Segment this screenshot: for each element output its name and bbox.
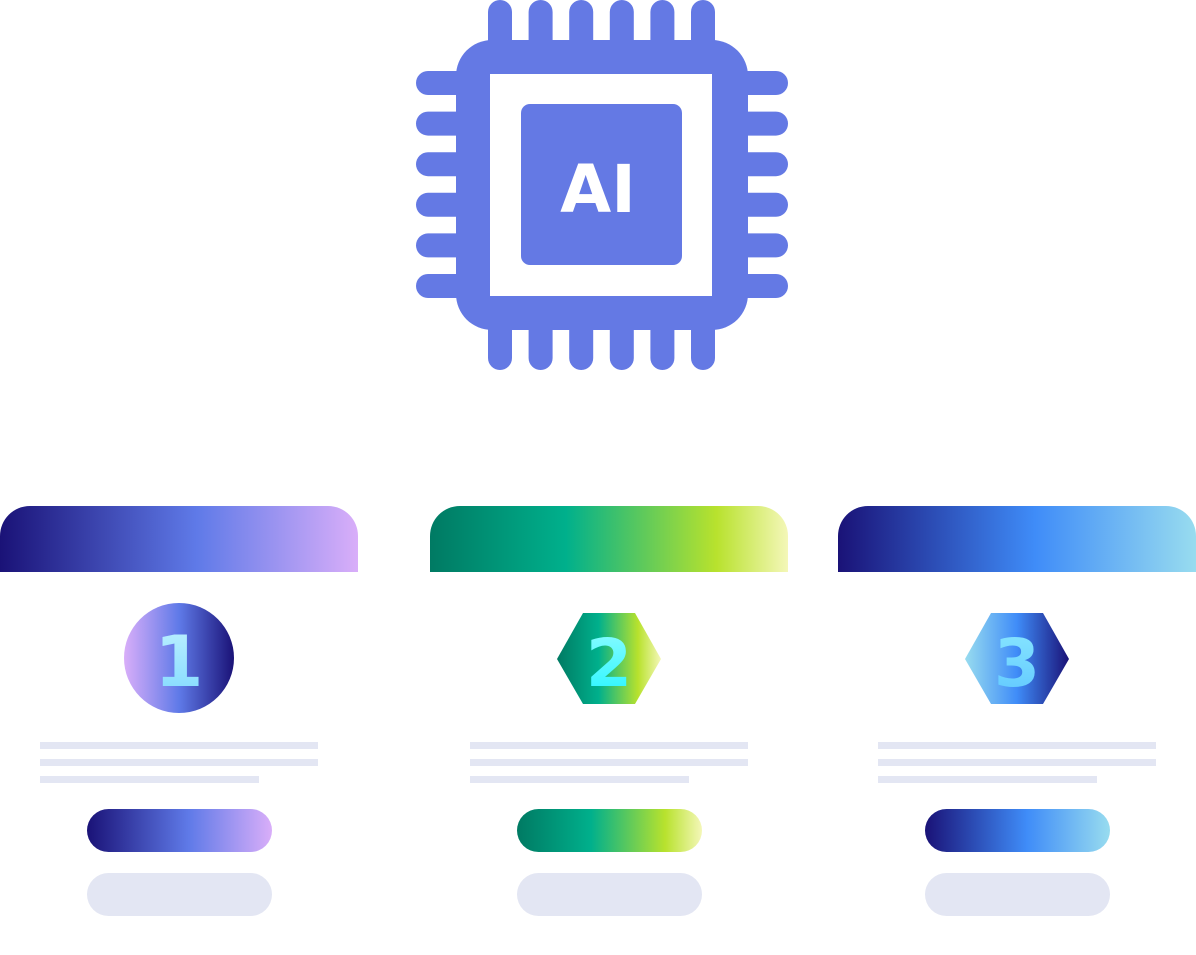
text-line — [878, 759, 1156, 766]
card-header-3 — [838, 506, 1196, 572]
text-line — [878, 742, 1156, 749]
text-line — [40, 776, 259, 783]
card-2: 2 — [430, 506, 788, 926]
number-badge-2: 2 — [557, 613, 661, 704]
ai-chip-icon: AI — [416, 0, 788, 370]
card-3: 3 — [838, 506, 1196, 926]
badge-circle-1 — [124, 603, 234, 713]
text-line — [878, 776, 1097, 783]
text-line — [470, 759, 748, 766]
chip-core — [521, 104, 682, 265]
primary-pill-button-2[interactable] — [517, 809, 702, 852]
text-line — [40, 742, 318, 749]
text-line — [470, 776, 689, 783]
text-line — [40, 759, 318, 766]
chip-label: AI — [560, 151, 636, 228]
secondary-pill-button-3[interactable] — [925, 873, 1110, 916]
card-number-2: 2 — [586, 625, 632, 702]
secondary-pill-button-1[interactable] — [87, 873, 272, 916]
text-line — [470, 742, 748, 749]
card-number-3: 3 — [994, 625, 1040, 702]
primary-pill-button-1[interactable] — [87, 809, 272, 852]
card-header-2 — [430, 506, 788, 572]
card-number-1: 1 — [155, 621, 204, 703]
primary-pill-button-3[interactable] — [925, 809, 1110, 852]
badge-hexagon-2 — [557, 613, 661, 704]
number-badge-1: 1 — [124, 603, 234, 713]
card-1: 1 — [0, 506, 358, 926]
number-badge-3: 3 — [965, 613, 1069, 704]
badge-hexagon-3 — [965, 613, 1069, 704]
secondary-pill-button-2[interactable] — [517, 873, 702, 916]
card-header-1 — [0, 506, 358, 572]
